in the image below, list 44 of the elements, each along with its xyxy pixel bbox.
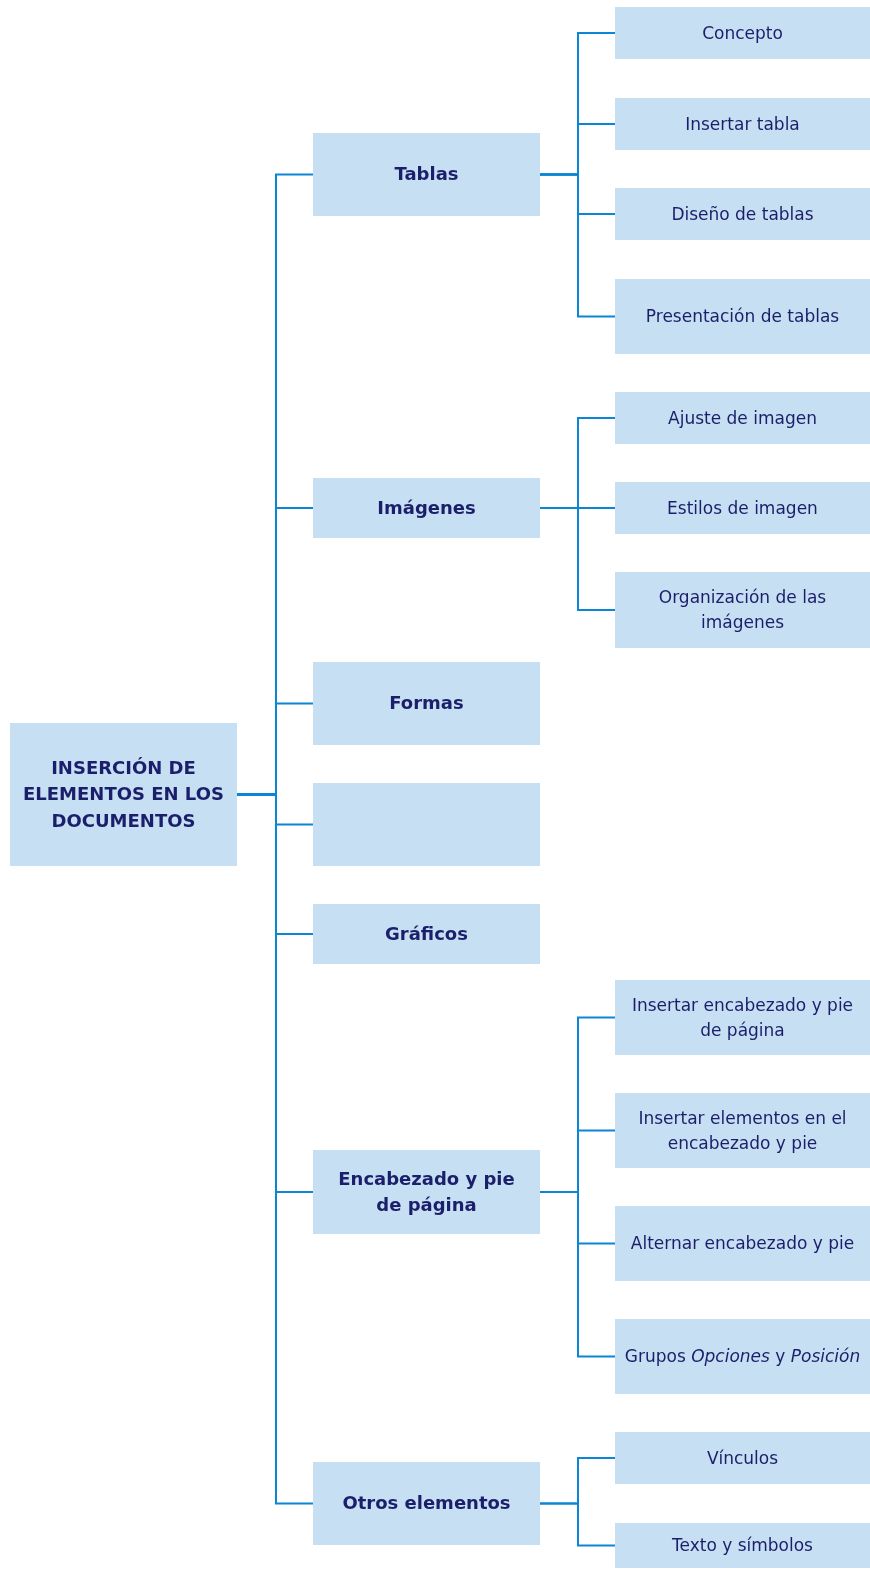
topic-box <box>313 904 540 964</box>
topic-box <box>615 1523 870 1568</box>
topic-box <box>615 188 870 240</box>
topic-label: Grupos Opciones y Posición <box>624 1345 861 1369</box>
topic-label: Tablas <box>394 162 459 187</box>
topic-label: Encabezado y pie de página <box>337 1166 516 1217</box>
topic-box <box>615 1432 870 1484</box>
topic-label: Diseño de tablas <box>671 202 814 226</box>
topic-box <box>615 980 870 1055</box>
topic-box <box>615 482 870 534</box>
topic-box <box>615 1319 870 1394</box>
topic-box <box>615 7 870 59</box>
topic-label: Insertar tabla <box>685 112 800 136</box>
connector-line <box>539 1502 616 1547</box>
topic-label: Estilos de imagen <box>667 496 818 520</box>
topic-label: Organización de las imágenes <box>657 586 828 634</box>
topic-label: Presentación de tablas <box>645 305 840 329</box>
topic-label: Formas <box>389 691 464 716</box>
topic-box <box>615 1093 870 1168</box>
topic-box <box>313 1462 540 1545</box>
connector-line <box>539 507 616 611</box>
topic-box <box>615 392 870 444</box>
topic-label: Concepto <box>702 21 783 45</box>
topic-box <box>313 1150 540 1234</box>
topic-label: Imágenes <box>377 495 476 520</box>
topic-box <box>313 478 540 538</box>
topic-box <box>615 1206 870 1281</box>
topic-label: Alternar encabezado y pie <box>630 1232 855 1256</box>
topic-label: Texto y símbolos <box>672 1534 813 1558</box>
topic-box <box>615 572 870 648</box>
topic-box <box>615 279 870 354</box>
connector-line <box>539 173 616 318</box>
topic-box <box>615 98 870 150</box>
topic-box <box>313 662 540 745</box>
box-shape <box>313 783 540 866</box>
topic-box <box>313 133 540 216</box>
topic-label: Ajuste de imagen <box>668 406 817 430</box>
topic-label: Insertar elementos en el encabezado y pie <box>637 1106 848 1155</box>
topic-label: Insertar encabezado y pie de página <box>630 993 855 1042</box>
topic-label: Gráficos <box>385 921 468 946</box>
topic-box <box>10 723 237 866</box>
topic-label: INSERCIÓN DE ELEMENTOS EN LOS DOCUMENTOS <box>22 756 225 833</box>
topic-label: Vínculos <box>706 1446 779 1470</box>
topic-label: Otros elementos <box>342 1491 511 1516</box>
